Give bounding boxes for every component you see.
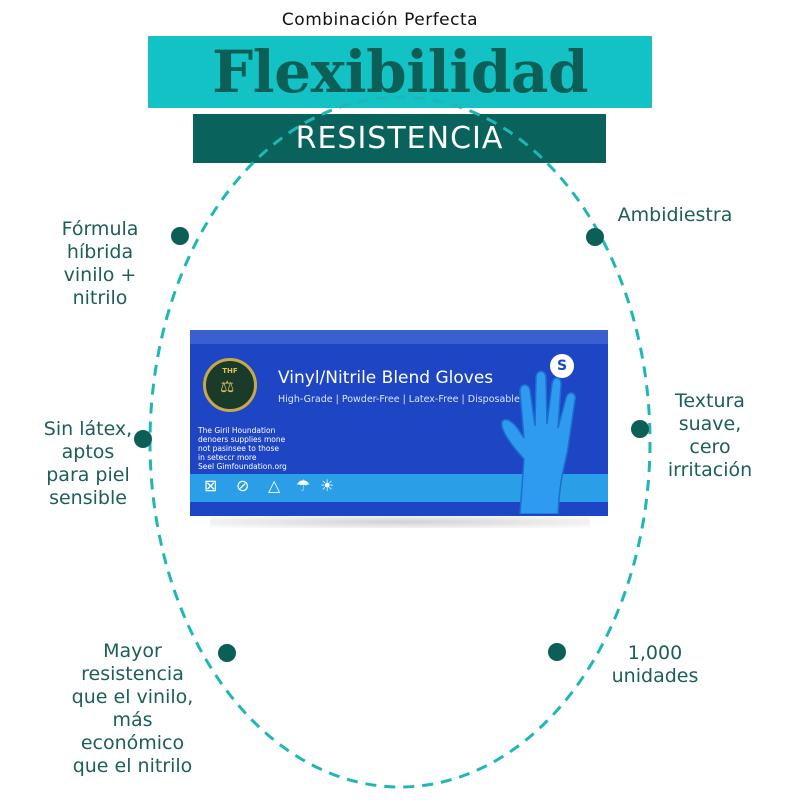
feature-dot [134,430,152,448]
keep-dry-icon: ☂ [296,476,311,495]
no-latex-icon: ⊘ [236,476,250,495]
box-top-face [190,330,608,344]
feature-dot [586,228,604,246]
feature-dot [631,420,649,438]
scale-icon: ⚖ [220,377,235,396]
box-shadow [210,516,590,528]
sun-protect-icon: ☀ [320,476,335,495]
feature-ambidextrous: Ambidiestra [617,204,733,226]
page-title: Flexibilidad [211,38,589,106]
size-badge: S [550,354,574,378]
foundation-logo: THF ⚖ [203,358,257,412]
glove-icon [501,370,577,514]
subtitle: Combinación Perfecta [281,10,479,30]
feature-dot [218,644,236,662]
feature-dot [171,227,189,245]
product-tagline: High-Grade | Powder-Free | Latex-Free | … [278,394,520,405]
feature-dot [548,643,566,661]
foundation-text: The Giril Houndation denoers supplies mo… [198,426,287,471]
glove-box: THF ⚖ Vinyl/Nitrile Blend Gloves High-Gr… [190,344,608,516]
warning-icon: △ [268,476,281,495]
product-name: Vinyl/Nitrile Blend Gloves [278,368,494,388]
resistance-banner: RESISTENCIA [295,121,504,156]
no-reuse-icon: ⊠ [204,476,218,495]
